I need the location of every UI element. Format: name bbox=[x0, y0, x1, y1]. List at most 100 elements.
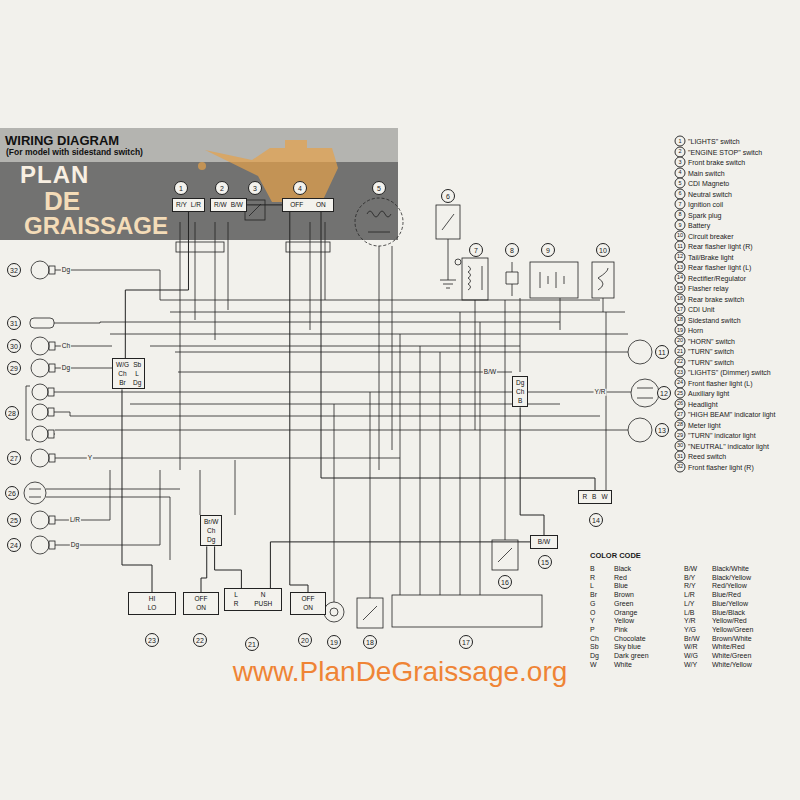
color-code: B/W bbox=[684, 565, 697, 572]
legend-number: 19 bbox=[675, 325, 686, 336]
legend-text: "NEUTRAL" indicator light bbox=[688, 442, 769, 449]
legend-number: 31 bbox=[675, 451, 686, 462]
legend-text: "TURN" switch bbox=[688, 348, 734, 355]
color-code: Y/G bbox=[684, 625, 696, 632]
callout-number: 2 bbox=[215, 181, 229, 195]
connector-block: W/GSbChLBrDg bbox=[112, 358, 145, 389]
wire-harness bbox=[176, 242, 224, 252]
color-name: Black/White bbox=[712, 565, 749, 572]
legend-number: 27 bbox=[675, 409, 686, 420]
node-text: R/Y bbox=[176, 201, 187, 209]
wire-harness bbox=[330, 608, 338, 616]
switch-box: R/YL/R bbox=[172, 198, 205, 212]
color-code: L/B bbox=[684, 608, 695, 615]
wire-color: Dg bbox=[70, 542, 80, 549]
color-code: W/R bbox=[684, 643, 698, 650]
node-text: ON bbox=[303, 604, 313, 612]
legend-text: "LIGHTS" (Dimmer) switch bbox=[688, 369, 771, 376]
color-name: Green bbox=[614, 599, 633, 606]
callout-number: 18 bbox=[363, 635, 377, 649]
wire-color: Dg bbox=[61, 267, 71, 274]
wire-harness bbox=[334, 312, 480, 602]
relay-box: B/W bbox=[530, 535, 558, 549]
legend-text: CDI Magneto bbox=[688, 180, 729, 187]
node-text: Dg bbox=[207, 536, 215, 544]
callout-number: 13 bbox=[655, 423, 669, 437]
color-name: Blue bbox=[614, 582, 628, 589]
legend-text: Spark plug bbox=[688, 211, 721, 218]
legend-number: 24 bbox=[675, 377, 686, 388]
color-code: Sb bbox=[590, 643, 599, 650]
node-text: Br bbox=[119, 379, 126, 387]
wire-harness bbox=[48, 388, 54, 396]
wire-harness bbox=[32, 426, 48, 442]
callout-number: 22 bbox=[193, 633, 207, 647]
wire-harness bbox=[357, 598, 383, 628]
callout-number: 16 bbox=[498, 575, 512, 589]
wire-harness bbox=[24, 198, 659, 628]
wire-harness bbox=[32, 404, 48, 420]
wire-harness bbox=[498, 548, 512, 562]
wire-harness bbox=[49, 454, 55, 462]
color-code: Dg bbox=[590, 652, 599, 659]
connector-block: Br/WChDg bbox=[200, 515, 222, 546]
color-name: Orange bbox=[614, 608, 637, 615]
node-text: L bbox=[234, 591, 238, 599]
wire-harness bbox=[286, 242, 330, 252]
callout-number: 27 bbox=[7, 451, 21, 465]
wire-harness bbox=[506, 262, 518, 296]
callout-number: 25 bbox=[7, 513, 21, 527]
color-code: L/Y bbox=[684, 599, 695, 606]
color-name: White bbox=[614, 660, 632, 667]
wire-harness bbox=[49, 364, 55, 372]
legend-text: "TURN" switch bbox=[688, 358, 734, 365]
wire-harness bbox=[468, 266, 482, 290]
wire-harness bbox=[49, 342, 55, 350]
wire-connector bbox=[290, 212, 308, 592]
callout-number: 3 bbox=[248, 181, 262, 195]
wire-connector bbox=[201, 546, 207, 592]
legend-number: 15 bbox=[675, 283, 686, 294]
legend-text: "HORN" switch bbox=[688, 337, 735, 344]
color-name: Blue/Black bbox=[712, 608, 745, 615]
color-name: Chocolate bbox=[614, 634, 646, 641]
legend-text: Auxiliary light bbox=[688, 390, 729, 397]
node-text: B bbox=[592, 493, 596, 501]
legend-number: 17 bbox=[675, 304, 686, 315]
wire-harness bbox=[367, 211, 391, 217]
callout-number: 8 bbox=[505, 243, 519, 257]
wire-harness bbox=[31, 261, 49, 279]
legend-text: Flasher relay bbox=[688, 285, 728, 292]
switch-box: HILO bbox=[128, 592, 176, 615]
legend-text: Rectifier/Regulator bbox=[688, 274, 746, 281]
legend-text: Horn bbox=[688, 327, 703, 334]
node-text: R bbox=[582, 493, 587, 501]
wire-harness bbox=[48, 430, 54, 438]
node-text: Dg bbox=[133, 379, 141, 387]
legend-text: Meter light bbox=[688, 421, 721, 428]
callout-number: 1 bbox=[174, 181, 188, 195]
callout-number: 30 bbox=[7, 339, 21, 353]
legend-number: 9 bbox=[675, 220, 686, 231]
callout-number: 23 bbox=[145, 633, 159, 647]
wire-harness bbox=[355, 198, 403, 246]
color-code: B/Y bbox=[684, 573, 695, 580]
node-text: W/G bbox=[116, 361, 129, 369]
legend-number: 26 bbox=[675, 398, 686, 409]
legend-text: "HIGH BEAM" indicator light bbox=[688, 411, 775, 418]
switch-box: R/WB/W bbox=[210, 198, 247, 212]
color-name: Red/Yellow bbox=[712, 582, 747, 589]
color-name: White/Red bbox=[712, 643, 745, 650]
callout-number: 29 bbox=[7, 361, 21, 375]
node-text: HI bbox=[149, 595, 156, 603]
wire-harness bbox=[505, 300, 606, 540]
wire-harness bbox=[55, 470, 110, 520]
color-name: Dark green bbox=[614, 652, 649, 659]
watermark-band bbox=[0, 162, 398, 240]
legend-number: 8 bbox=[675, 209, 686, 220]
callout-number: 10 bbox=[596, 243, 610, 257]
wire-harness bbox=[49, 266, 55, 274]
callout-number: 32 bbox=[7, 263, 21, 277]
node-text: R/W bbox=[214, 201, 227, 209]
callout-number: 19 bbox=[327, 635, 341, 649]
